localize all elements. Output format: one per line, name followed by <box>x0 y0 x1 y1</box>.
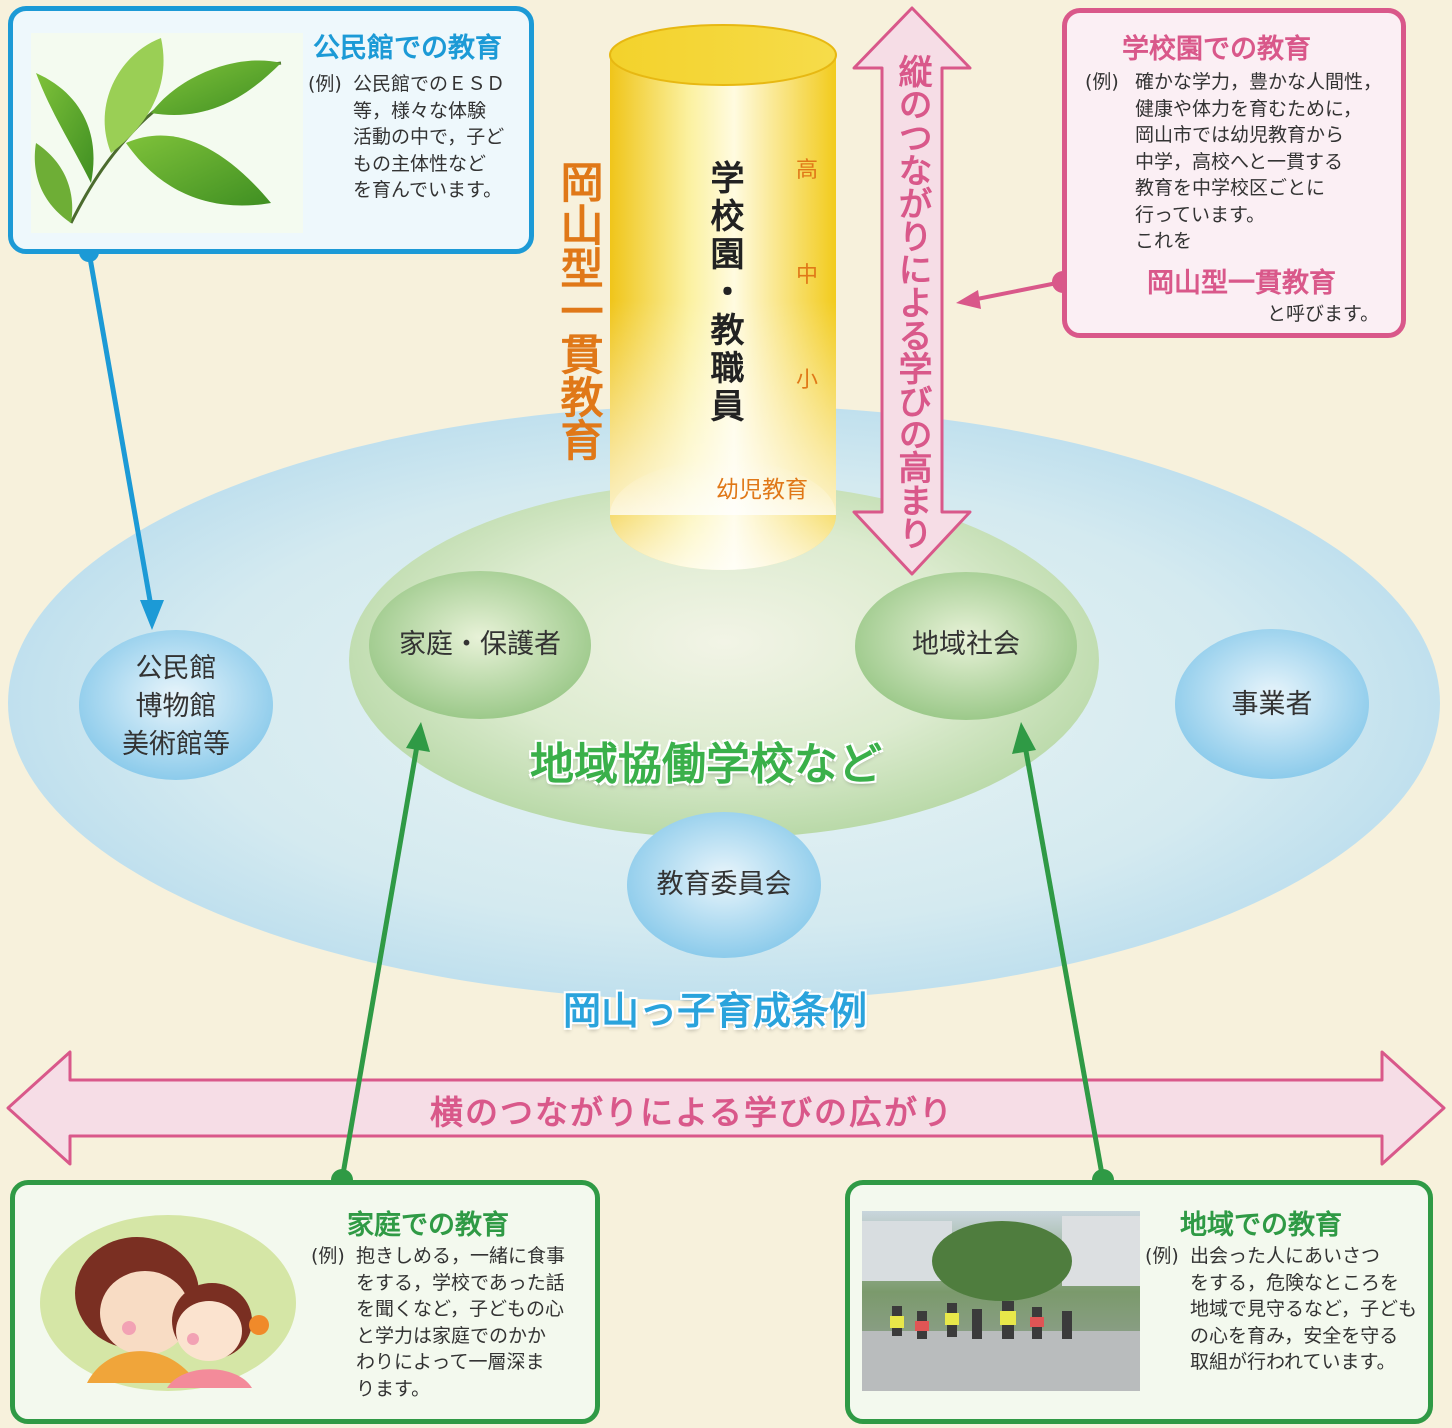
gakkouen-highlight: 岡山型一貫教育 <box>1147 268 1336 299</box>
board-label: 教育委員会 <box>656 869 792 900</box>
business-node <box>1175 629 1369 779</box>
katei-box: 家庭での教育 (例) 抱きしめる，一緒に食事 をする，学校であった話 を聞くなど… <box>10 1180 600 1424</box>
family-label: 家庭・保護者 <box>399 629 561 660</box>
family-node <box>369 571 591 719</box>
vertical-arrow-label: 縦のつながりによる学びの高まり <box>892 54 932 549</box>
museum-node <box>79 630 273 780</box>
chiiki-title: 地域での教育 <box>1180 1210 1342 1241</box>
museum-label: 公民館 博物館 美術館等 <box>122 653 230 760</box>
gakkouen-title: 学校園での教育 <box>1122 34 1311 65</box>
community-node <box>855 572 1077 720</box>
chiiki-box: 地域での教育 (例) 出会った人にあいさつ をする，危険なところを 地域で見守る… <box>845 1180 1433 1424</box>
katei-title: 家庭での教育 <box>347 1210 509 1241</box>
vertical-arrow <box>852 6 972 576</box>
kominkan-example: (例) 公民館でのＥＳＤ 等，様々な体験 活動の中で，子ど もの主体性など を育… <box>308 71 533 221</box>
family-illustration <box>40 1215 296 1391</box>
chiiki-text: 出会った人にあいさつ をする，危険なところを 地域で見守るなど，子ども の心を育… <box>1190 1245 1418 1373</box>
connector-gakkouen <box>956 271 1074 309</box>
pillar-level-middle: 中 <box>796 263 819 288</box>
gakkouen-example-label: (例) <box>1085 71 1119 93</box>
kominkan-example-label: (例) <box>308 73 342 95</box>
chiiki-example: (例) 出会った人にあいさつ をする，危険なところを 地域で見守るなど，子ども … <box>1145 1243 1430 1393</box>
inner-ellipse-label: 地域協働学校など <box>530 739 882 790</box>
kominkan-box: 公民館での教育 (例) 公民館でのＥＳＤ 等，様々な体験 活動の中で，子ど もの… <box>8 6 534 254</box>
board-node <box>627 812 821 958</box>
school-pillar <box>609 24 837 570</box>
business-label: 事業者 <box>1231 689 1313 720</box>
pillar-label: 学校園・教職員 <box>704 160 744 426</box>
pillar-level-elementary: 小 <box>796 368 819 393</box>
okayama-model-label: 岡山型一貫教育 <box>553 160 603 461</box>
katei-example-label: (例) <box>311 1245 345 1267</box>
gakkouen-example: (例) 確かな学力，豊かな人間性， 健康や体力を育むために， 岡山市では幼児教育… <box>1085 69 1405 259</box>
pillar-level-high: 高 <box>796 158 819 183</box>
katei-example: (例) 抱きしめる，一緒に食事 をする，学校であった話 を聞くなど，子どもの心 … <box>311 1243 596 1413</box>
gakkouen-closing: と呼びます。 <box>1267 303 1380 325</box>
gakkouen-text: 確かな学力，豊かな人間性， 健康や体力を育むために， 岡山市では幼児教育から 中… <box>1135 71 1383 252</box>
outer-ellipse-label: 岡山っ子育成条例 <box>563 989 868 1033</box>
chiiki-example-label: (例) <box>1145 1245 1179 1267</box>
leaf-image <box>31 33 303 233</box>
kominkan-title: 公民館での教育 <box>313 33 502 64</box>
community-label: 地域社会 <box>912 629 1020 660</box>
horizontal-arrow-label: 横のつながりによる学びの広がり <box>430 1093 955 1132</box>
kominkan-text: 公民館でのＥＳＤ 等，様々な体験 活動の中で，子ど もの主体性など を育んでいま… <box>353 73 506 201</box>
community-photo <box>862 1211 1140 1391</box>
pillar-level-early: 幼児教育 <box>716 477 808 503</box>
gakkouen-box: 学校園での教育 (例) 確かな学力，豊かな人間性， 健康や体力を育むために， 岡… <box>1062 8 1406 338</box>
katei-text: 抱きしめる，一緒に食事 をする，学校であった話 を聞くなど，子どもの心 と学力は… <box>356 1245 566 1400</box>
